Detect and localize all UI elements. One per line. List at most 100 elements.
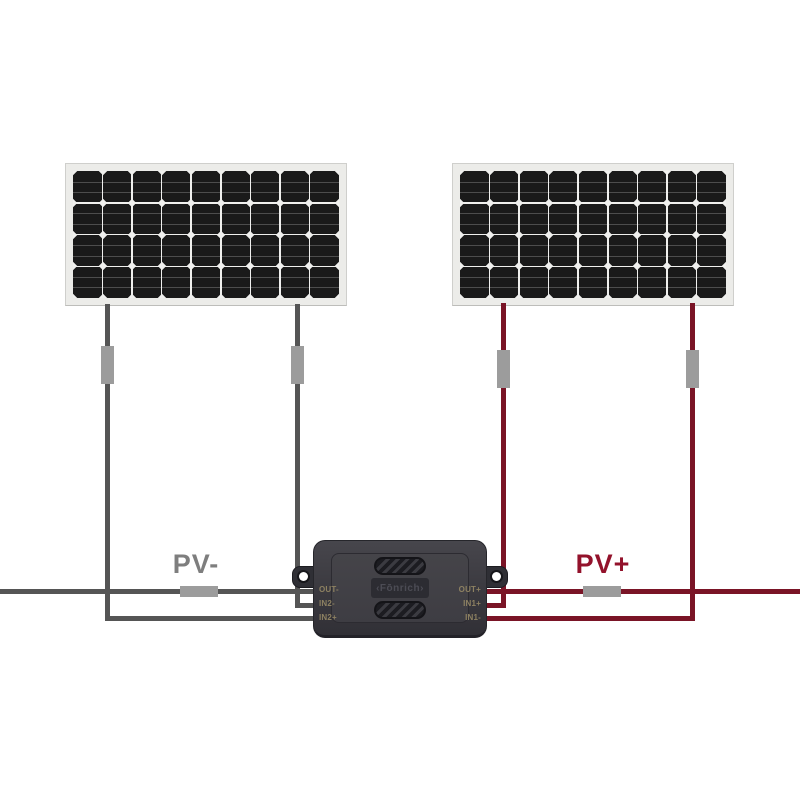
cell-corner-diamond (334, 262, 339, 271)
cell-corner-diamond (544, 171, 553, 176)
inline-connector (180, 586, 218, 597)
port-label-in1-minus: IN1- (465, 613, 481, 622)
cell-corner-diamond (98, 198, 107, 207)
cell-corner-diamond (514, 293, 524, 298)
solar-cell-grid-right (460, 171, 726, 298)
cell-corner-diamond (275, 293, 285, 298)
cell-corner-diamond (603, 230, 613, 239)
cell-corner-diamond (544, 293, 553, 298)
cell-corner-diamond (573, 230, 583, 239)
cell-busbar-line (460, 213, 726, 215)
port-labels-right: OUT+ IN1+ IN1- (459, 586, 481, 622)
wire-segment-positive (484, 589, 800, 594)
cell-corner-diamond (98, 293, 107, 298)
inline-connector (291, 346, 304, 384)
cell-corner-diamond (603, 198, 613, 207)
port-label-out-minus: OUT- (319, 585, 339, 594)
cell-busbar-line (460, 181, 726, 183)
cell-corner-diamond (334, 171, 339, 176)
cell-corner-diamond (544, 198, 553, 207)
cell-corner-diamond (98, 171, 107, 176)
cell-corner-diamond (692, 171, 701, 176)
cell-corner-diamond (334, 293, 339, 298)
mounting-hole-icon (492, 572, 501, 581)
cell-corner-diamond (216, 230, 226, 239)
cell-corner-diamond (246, 262, 255, 271)
cell-busbar-line (73, 276, 339, 278)
cell-corner-diamond (334, 230, 339, 239)
cell-corner-diamond (157, 198, 166, 207)
cell-busbar-line (460, 223, 726, 225)
cell-corner-diamond (633, 230, 642, 239)
cell-corner-diamond (73, 293, 78, 298)
cell-corner-diamond (573, 171, 583, 176)
cell-corner-diamond (721, 262, 726, 271)
cell-corner-diamond (460, 262, 465, 271)
cell-corner-diamond (305, 262, 314, 271)
cell-busbar-line (73, 255, 339, 257)
wire-segment-positive (484, 616, 695, 621)
port-label-out-plus: OUT+ (458, 585, 481, 594)
cell-busbar-line (73, 245, 339, 247)
cell-corner-diamond (514, 198, 524, 207)
cell-busbar-line (73, 223, 339, 225)
cell-grid-line-horizontal (460, 233, 726, 236)
cell-corner-diamond (485, 230, 494, 239)
cell-corner-diamond (721, 171, 726, 176)
cell-corner-diamond (216, 293, 226, 298)
cell-busbar-line (73, 181, 339, 183)
cell-corner-diamond (275, 230, 285, 239)
wire-segment-positive (484, 603, 506, 608)
cell-grid-line-horizontal (73, 265, 339, 267)
cell-corner-diamond (127, 171, 137, 176)
cell-corner-diamond (73, 198, 78, 207)
cell-corner-diamond (485, 262, 494, 271)
cell-grid-line-horizontal (460, 265, 726, 267)
mounting-ear-right (484, 566, 508, 588)
cell-corner-diamond (275, 171, 285, 176)
cell-corner-diamond (127, 262, 137, 271)
cell-corner-diamond (216, 198, 226, 207)
cell-corner-diamond (721, 293, 726, 298)
cell-corner-diamond (73, 171, 78, 176)
solar-panel-left (65, 163, 347, 306)
cell-corner-diamond (157, 293, 166, 298)
cell-corner-diamond (662, 230, 672, 239)
cell-corner-diamond (633, 293, 642, 298)
pv-minus-label: PV- (172, 549, 220, 579)
combiner-box: ‹Fōnrich› OUT- IN2- IN2+ OUT+ IN1+ IN1- (313, 540, 487, 638)
cell-corner-diamond (186, 262, 196, 271)
wire-segment-negative (105, 616, 316, 621)
cell-corner-diamond (246, 198, 255, 207)
cell-corner-diamond (573, 262, 583, 271)
cell-corner-diamond (98, 230, 107, 239)
cell-corner-diamond (692, 230, 701, 239)
cell-corner-diamond (216, 262, 226, 271)
cell-corner-diamond (73, 230, 78, 239)
cell-corner-diamond (186, 293, 196, 298)
cell-corner-diamond (692, 262, 701, 271)
cell-corner-diamond (460, 171, 465, 176)
cell-busbar-line (73, 192, 339, 194)
mounting-hole-icon (299, 572, 308, 581)
cell-busbar-line (73, 287, 339, 289)
cell-corner-diamond (127, 198, 137, 207)
cell-corner-diamond (460, 293, 465, 298)
cell-corner-diamond (721, 230, 726, 239)
cell-corner-diamond (573, 293, 583, 298)
cell-busbar-line (460, 287, 726, 289)
cell-corner-diamond (305, 230, 314, 239)
cell-corner-diamond (186, 198, 196, 207)
cell-corner-diamond (305, 198, 314, 207)
cell-busbar-line (460, 276, 726, 278)
cell-corner-diamond (721, 198, 726, 207)
cell-corner-diamond (544, 230, 553, 239)
wire-segment-positive (501, 303, 506, 608)
fonrich-logo-text: ‹Fōnrich› (376, 582, 424, 594)
cell-corner-diamond (305, 171, 314, 176)
fonrich-logo: ‹Fōnrich› (371, 578, 429, 598)
cell-corner-diamond (157, 171, 166, 176)
cell-corner-diamond (305, 293, 314, 298)
cell-corner-diamond (633, 171, 642, 176)
cable-gland-bottom (374, 601, 426, 619)
